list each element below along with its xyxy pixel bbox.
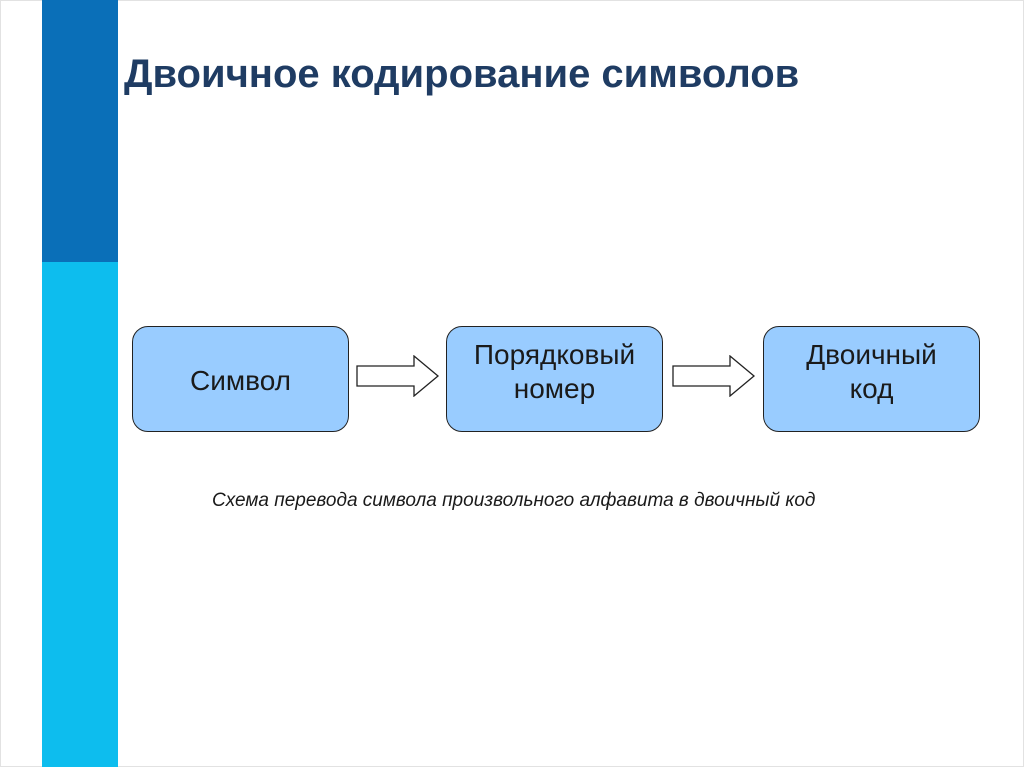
diagram-node-label: Порядковый номер [473, 338, 636, 404]
diagram-caption: Схема перевода символа произвольного алф… [212, 490, 816, 511]
diagram-node-ordinal-number: Порядковый номер [446, 326, 663, 432]
arrow-right-icon [356, 355, 440, 397]
diagram-node-binary-code: Двоичный код [763, 326, 980, 432]
decor-stripe-dark [42, 0, 118, 262]
decor-stripe-light [42, 262, 118, 767]
diagram-node-symbol: Символ [132, 326, 349, 432]
diagram-node-label: Символ [190, 364, 291, 396]
diagram-node-label: Двоичный код [806, 338, 937, 404]
slide-title: Двоичное кодирование символов [124, 52, 800, 96]
arrow-right-icon [672, 355, 756, 397]
